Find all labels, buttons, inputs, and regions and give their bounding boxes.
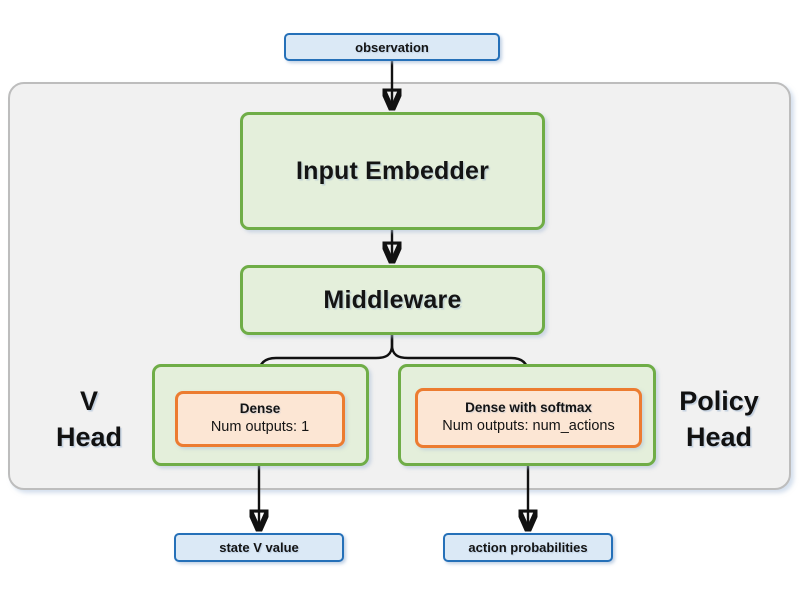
middleware-node: Middleware <box>240 265 545 335</box>
state-v-value-node: state V value <box>174 533 344 562</box>
v-head-dense-title: Dense <box>239 401 281 417</box>
policy-head-dense-title: Dense with softmax <box>465 400 592 416</box>
action-probabilities-label: action probabilities <box>468 540 588 555</box>
policy-head-label-line2: Head <box>685 422 753 452</box>
state-v-value-label: state V value <box>219 540 299 555</box>
observation-label: observation <box>355 39 429 55</box>
policy-head-dense-node: Dense with softmax Num outputs: num_acti… <box>415 388 642 448</box>
policy-head-label-line1: Policy <box>679 386 759 416</box>
v-head-dense-node: Dense Num outputs: 1 <box>175 391 345 447</box>
v-head-label-line2: Head <box>55 422 123 452</box>
v-head-label: V Head <box>30 383 148 455</box>
v-head-label-line1: V <box>79 386 98 416</box>
middleware-label: Middleware <box>323 285 462 314</box>
v-head-dense-subtitle: Num outputs: 1 <box>210 419 310 436</box>
observation-node: observation <box>284 33 500 61</box>
policy-head-dense-subtitle: Num outputs: num_actions <box>442 418 615 435</box>
action-probabilities-node: action probabilities <box>443 533 613 562</box>
input-embedder-node: Input Embedder <box>240 112 545 230</box>
policy-head-label: Policy Head <box>660 383 778 455</box>
input-embedder-label: Input Embedder <box>295 156 490 185</box>
